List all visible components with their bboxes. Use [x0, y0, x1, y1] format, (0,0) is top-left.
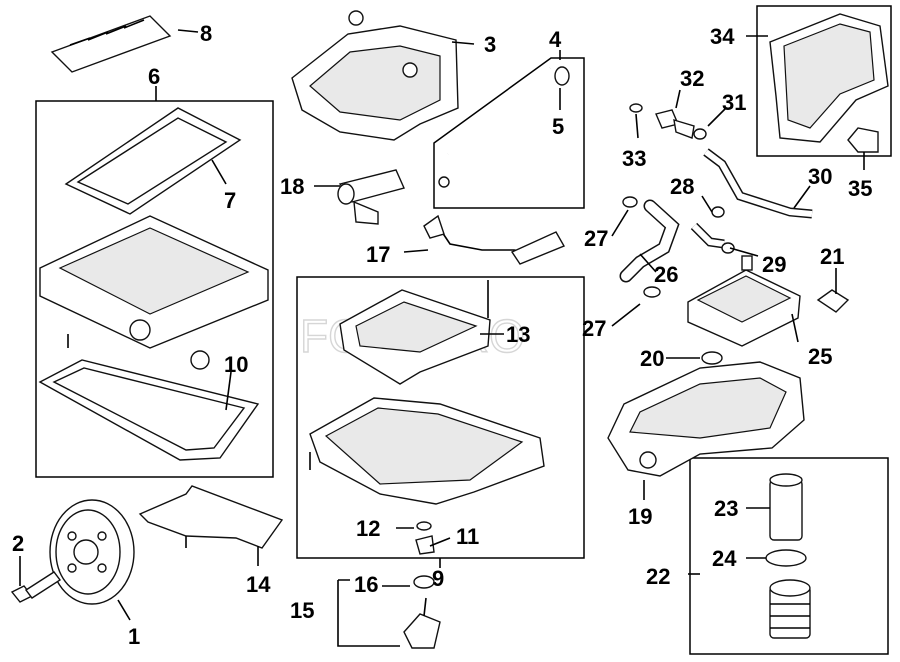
part-21-sensor — [816, 289, 850, 313]
callout-21: 21 — [820, 244, 844, 269]
part-14-baffle — [138, 485, 284, 549]
callout-25: 25 — [808, 344, 832, 369]
part-15-dipstick-tube — [403, 575, 441, 649]
callout-27-upper: 27 — [584, 226, 608, 251]
callout-6: 6 — [148, 64, 160, 89]
callout-14: 14 — [246, 572, 271, 597]
callout-16: 16 — [354, 572, 378, 597]
callout-8: 8 — [200, 21, 212, 46]
callout-22: 22 — [646, 564, 670, 589]
callout-24: 24 — [712, 546, 737, 571]
group-box-22 — [689, 457, 889, 655]
part-23-filter-element — [769, 473, 803, 541]
callout-27-lower: 27 — [582, 316, 606, 341]
callout-5: 5 — [552, 114, 564, 139]
callout-4: 4 — [549, 27, 562, 52]
callout-29: 29 — [762, 252, 786, 277]
part-19-filter-housing — [607, 361, 805, 477]
callout-10: 10 — [224, 352, 248, 377]
callout-23: 23 — [714, 496, 738, 521]
part-3-cylinder-head — [291, 10, 459, 141]
callout-26: 26 — [654, 262, 678, 287]
callout-13: 13 — [506, 322, 530, 347]
callout-20: 20 — [640, 346, 664, 371]
part-6-oil-pan-upper — [39, 215, 269, 349]
callout-31: 31 — [722, 90, 746, 115]
part-1-pulley — [49, 499, 135, 605]
callout-30: 30 — [808, 164, 832, 189]
callout-33: 33 — [622, 146, 646, 171]
callout-34: 34 — [710, 24, 735, 49]
part-20-o-ring — [701, 351, 723, 365]
part-18-housing — [337, 169, 405, 225]
callout-2: 2 — [12, 531, 24, 556]
callout-11: 11 — [456, 524, 479, 549]
callout-15: 15 — [290, 598, 314, 623]
group-box-6 — [35, 100, 274, 478]
callout-3: 3 — [484, 32, 496, 57]
callout-32: 32 — [680, 66, 704, 91]
callout-17: 17 — [366, 242, 390, 267]
part-13-frame — [339, 280, 491, 385]
callout-7: 7 — [224, 188, 236, 213]
part-35-gasket — [847, 127, 879, 153]
part-32-fitting — [629, 103, 707, 140]
callout-18: 18 — [280, 174, 304, 199]
callout-19: 19 — [628, 504, 652, 529]
part-11-drain-plug — [415, 521, 435, 555]
part-7-gasket — [64, 107, 242, 215]
part-22-filter-cap — [769, 579, 811, 639]
part-17-sensor — [423, 214, 566, 265]
part-4-tube — [438, 66, 570, 188]
callout-12: 12 — [356, 516, 380, 541]
part-34-intake-manifold — [769, 13, 889, 143]
part-10-gasket — [38, 350, 260, 461]
group-box-34 — [756, 5, 892, 157]
callout-1: 1 — [128, 624, 140, 649]
part-8-cover — [50, 15, 172, 73]
part-9-oil-pan-lower — [309, 397, 545, 505]
group-box-4 — [433, 57, 585, 209]
callout-28: 28 — [670, 174, 694, 199]
callout-35: 35 — [848, 176, 872, 201]
part-2-bolt — [10, 571, 62, 603]
callout-9: 9 — [432, 566, 444, 591]
part-24-o-ring — [765, 549, 807, 567]
part-25-oil-cooler — [687, 255, 801, 347]
leader-lines — [19, 29, 865, 647]
part-26-hose — [619, 196, 680, 298]
part-30-coolant-pipe — [690, 148, 813, 254]
